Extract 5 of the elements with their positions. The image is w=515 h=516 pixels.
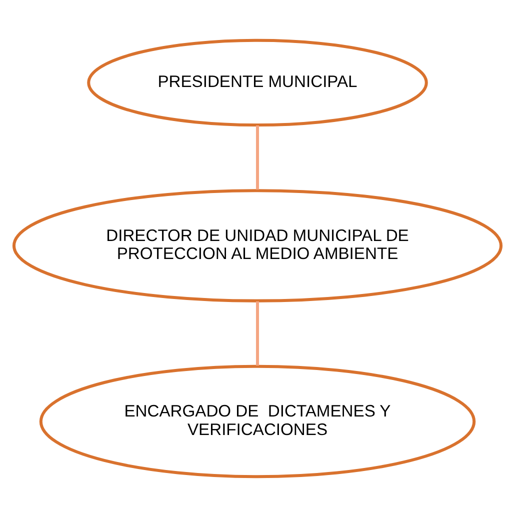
connector (256, 125, 259, 190)
connector (256, 300, 259, 366)
node-ellipse: ENCARGADO DE DICTAMENES Y VERIFICACIONES (39, 364, 476, 478)
node-ellipse: DIRECTOR DE UNIDAD MUNICIPAL DE PROTECCION AL MEDIO AMBIENTE (12, 188, 503, 302)
node-ellipse: PRESIDENTE MUNICIPAL (87, 38, 428, 126)
